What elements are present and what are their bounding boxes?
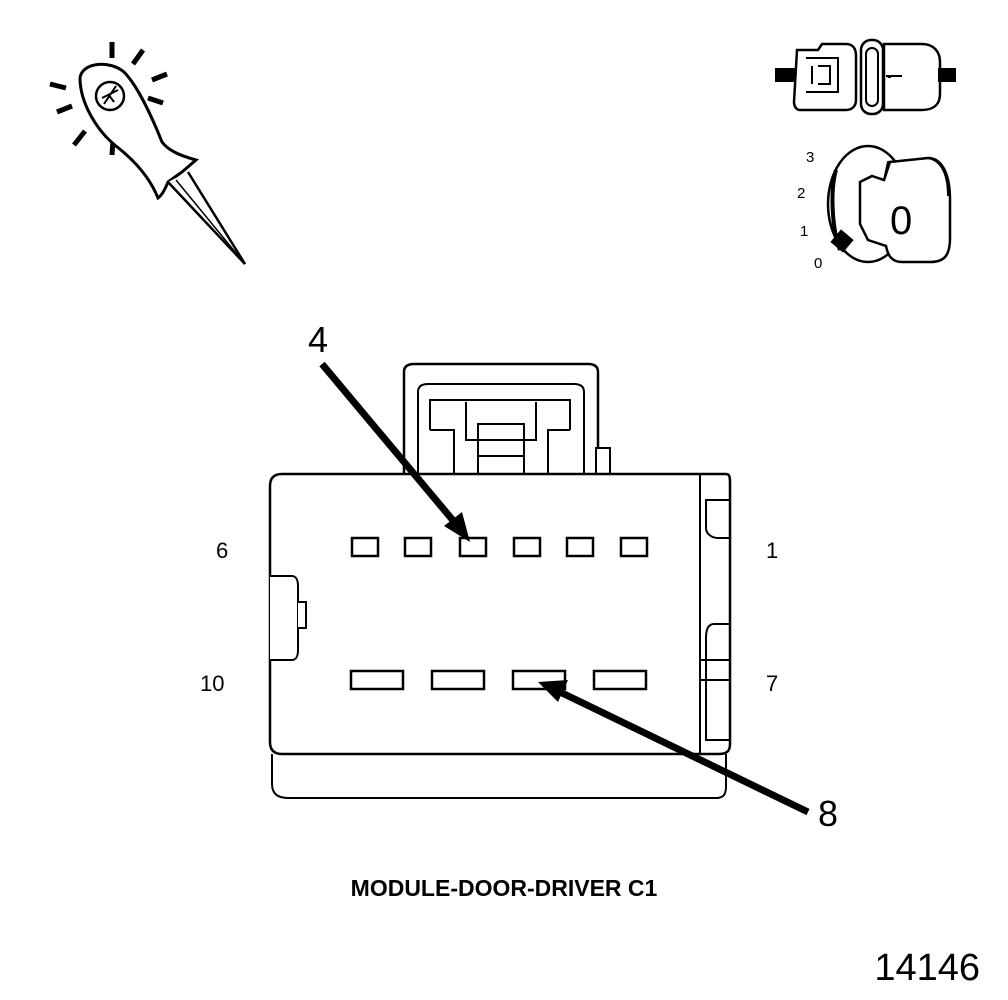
diagram-title: MODULE-DOOR-DRIVER C1 xyxy=(351,875,658,901)
callout-label-8: 8 xyxy=(818,793,838,834)
ignition-position-3: 3 xyxy=(806,149,814,166)
cavity-pin-7 xyxy=(592,669,648,691)
cavity-pin-1 xyxy=(619,536,649,558)
callout-arrow-8 xyxy=(538,680,810,816)
terminal-cavities xyxy=(349,536,649,691)
callout-arrow-4 xyxy=(319,361,470,542)
ignition-position-1: 1 xyxy=(800,223,808,240)
ignition-position-2: 2 xyxy=(797,185,805,202)
cavity-pin-2 xyxy=(565,536,595,558)
callout-label-4: 4 xyxy=(308,319,328,360)
cavity-pin-5 xyxy=(403,536,433,558)
cavity-pin-3 xyxy=(512,536,542,558)
pin-label-bottom-right: 7 xyxy=(766,671,778,696)
test-probe-icon xyxy=(49,42,247,265)
figure-number: 14146 xyxy=(874,947,980,989)
connector-icon-mark: - xyxy=(887,68,892,84)
ignition-key-icon xyxy=(826,144,952,264)
disconnect-connector-icon xyxy=(775,38,956,116)
cavity-pin-10 xyxy=(349,669,405,691)
cavity-pin-6 xyxy=(350,536,380,558)
pin-label-top-left: 6 xyxy=(216,538,228,563)
pin-label-bottom-left: 10 xyxy=(200,671,224,696)
cavity-pin-9 xyxy=(430,669,486,691)
connector-housing xyxy=(268,362,732,799)
ignition-key-label: 0 xyxy=(890,199,912,243)
ignition-position-0: 0 xyxy=(814,255,822,272)
cavity-pin-4 xyxy=(458,536,488,558)
pin-label-top-right: 1 xyxy=(766,538,778,563)
